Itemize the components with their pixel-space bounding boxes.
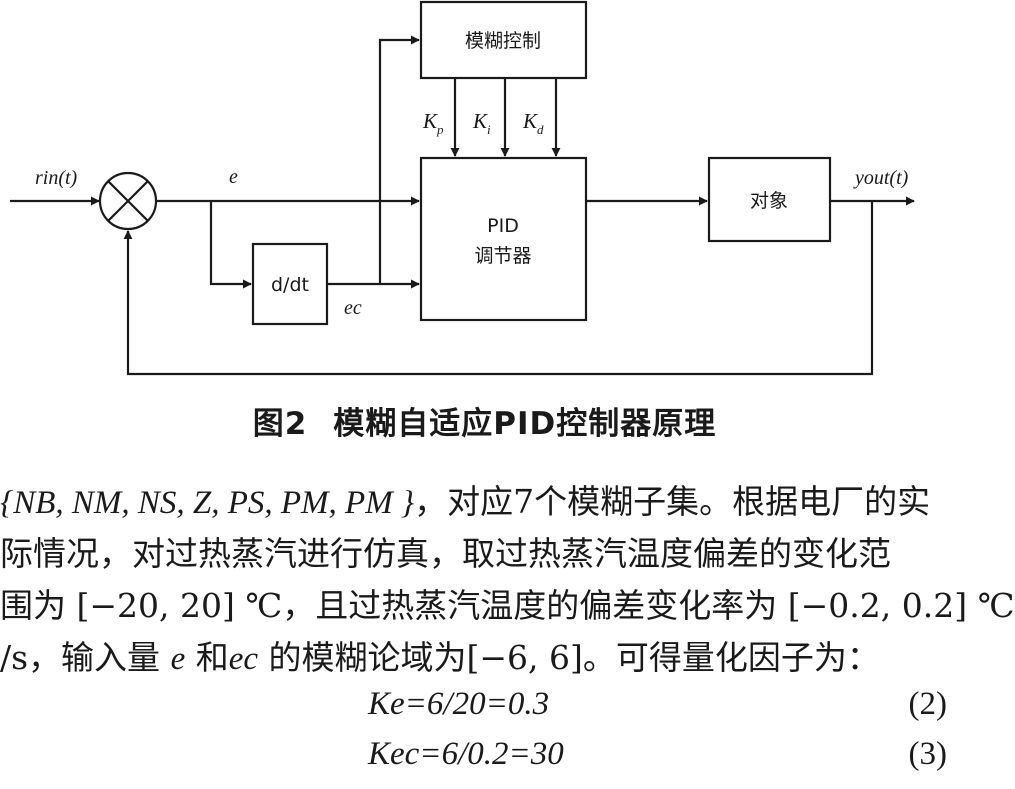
figure-number: 图2 [252,406,308,442]
equation-number: (3) [908,736,947,772]
fuzzy-pid-block-diagram: 模糊控制 PID 调节器 d/dt 对象 rin(t) yout(t) e ec… [10,0,915,376]
kp-label: Kp [422,109,444,137]
kd-label: Kd [522,109,544,137]
equation-2: Ke=6/20=0.3 (2) [0,686,969,734]
feedback-line [123,201,874,376]
error-signal-label: e [229,166,238,188]
fuzzy-control-block [419,0,588,80]
body-paragraph: {NB, NM, NS, Z, PS, PM, PM }，对应7个模糊子集。根据… [0,476,1015,684]
equation-3: Kec=6/0.2=30 (3) [0,736,969,784]
error-change-label: ec [344,297,362,319]
pid-label-line2: 调节器 [474,245,531,267]
plant-block [707,156,832,243]
output-signal-label: yout(t) [853,167,909,189]
pid-label-line1: PID [487,215,519,237]
derivative-block [251,242,329,326]
equation-expression: Kec=6/0.2=30 [368,736,564,772]
derivative-label: d/dt [271,274,309,296]
fuzzy-control-label: 模糊控制 [465,30,541,52]
paragraph-line-4: /s，输入量 e 和ec 的模糊论域为[−6, 6]。可得量化因子为： [0,638,880,677]
paragraph-line-1: {NB, NM, NS, Z, PS, PM, PM }，对应7个模糊子集。根据… [0,482,931,521]
plant-label: 对象 [750,190,788,212]
paragraph-line-2: 际情况，对过热蒸汽进行仿真，取过热蒸汽温度偏差的变化范 [0,534,891,573]
error-change-to-fuzzy-line [378,35,420,284]
pid-controller-block [419,156,588,322]
paragraph-line-3: 围为 [−20, 20] ℃，且过热蒸汽温度的偏差变化率为 [−0.2, 0.2… [0,586,1015,625]
error-to-derivative-line [209,201,252,289]
figure-title: 模糊自适应PID控制器原理 [333,406,717,442]
equation-expression: Ke=6/20=0.3 [368,686,550,722]
fuzzy-set-list: {NB, NM, NS, Z, PS, PM, PM } [0,485,415,521]
variable-ec: ec [228,641,259,677]
figure-caption: 图2 模糊自适应PID控制器原理 [0,398,969,443]
summing-junction [98,171,158,231]
equation-number: (2) [908,686,947,722]
variable-e: e [170,641,186,677]
input-signal-label: rin(t) [35,167,78,189]
ki-label: Ki [472,109,491,137]
